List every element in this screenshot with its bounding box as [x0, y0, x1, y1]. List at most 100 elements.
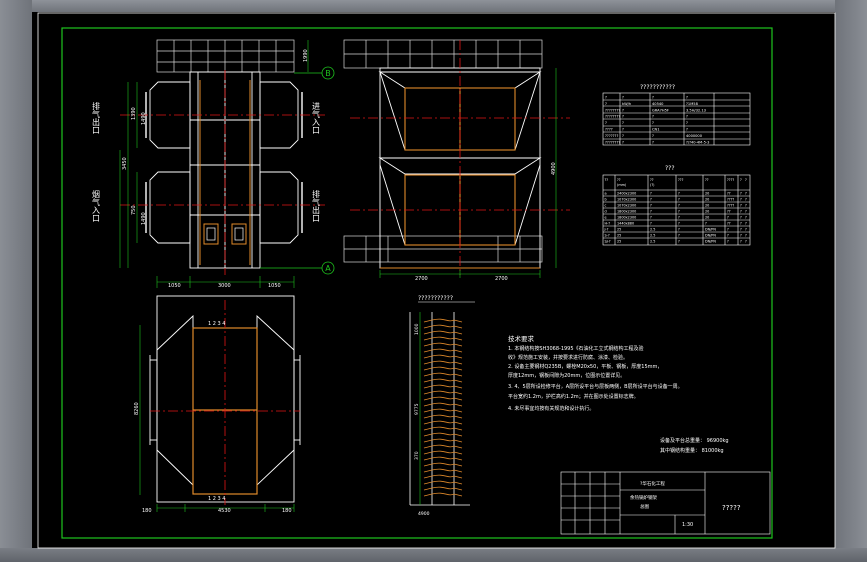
pipe-table-cell: ?	[650, 198, 652, 202]
pipe-table-header-cell: ????	[727, 178, 734, 182]
dim-top-right: 1990	[303, 49, 309, 62]
pipe-table-header-cell: ??	[605, 178, 609, 182]
coil-tube	[423, 384, 463, 389]
spec-table-cell: ?	[686, 96, 688, 100]
dim-right-bottom-right: 2700	[495, 276, 508, 282]
dim-right-bottom-left: 2700	[415, 276, 428, 282]
pipe-table-cell: 2.5	[650, 234, 655, 238]
pipe-table-cell: ?	[740, 198, 742, 202]
coil-tube	[423, 324, 463, 329]
spec-table-cell: ?	[622, 115, 624, 119]
spec-table-cell: ?	[686, 128, 688, 132]
coil-tube	[423, 372, 463, 377]
pipe-table-cell: ?	[745, 204, 747, 208]
dim-left-span: 3450	[122, 157, 128, 170]
label-outlet-bottom: 排气出口	[312, 189, 321, 222]
pipe-table-cell: ?	[650, 222, 652, 226]
coil-tube	[423, 432, 463, 437]
spec-table-cell: ????	[605, 128, 613, 132]
tech-note-line-2: 收》规范施工安装，并按要求进行防腐、涂漆、检验。	[508, 354, 628, 361]
pipe-table-header-cell: ?	[745, 178, 747, 182]
coil-tube	[423, 474, 463, 479]
title-block: ?华石化工程 余热锅炉钢架 总图 1:30 ?????	[560, 471, 771, 535]
pipe-table-cell: ??	[727, 222, 731, 226]
spec-table-cell: ?	[686, 121, 688, 125]
window-bottom-bar	[0, 548, 867, 562]
dim-lower-left: 750	[131, 205, 137, 215]
pipe-table-cell: 25	[617, 234, 621, 238]
pipe-table-cell: ?	[650, 210, 652, 214]
pipe-table-cell: ?	[678, 204, 680, 208]
tech-notes: 技术要求 1. 本钢结构按SH3068-1995《石油化工立式钢结构工程及验 收…	[508, 334, 729, 454]
spec-table-cell: ?	[605, 121, 607, 125]
section-dim-mid1: 9775	[414, 403, 420, 415]
spec-table-cell: ?	[622, 96, 624, 100]
coil-tube	[423, 414, 463, 419]
spec-table-cell: ?/?40-4M-5-3	[686, 140, 709, 144]
coil-tube	[423, 438, 463, 443]
pipe-table-cell: ??	[727, 210, 731, 214]
pipe-table-cell: 2.5	[650, 240, 655, 244]
pipe-table-cell: J-?	[604, 228, 609, 232]
pipe-table-cell: ?	[727, 234, 729, 238]
label-outlet-top: 排气出口	[92, 101, 101, 134]
tech-note-line-1: 1. 本钢结构按SH3068-1995《石油化工立式钢结构工程及验	[508, 345, 644, 352]
spec-table-cell: GRA7H5F	[652, 108, 669, 112]
pipe-table-cell: 1070x2300	[617, 198, 636, 202]
coil-tube	[423, 486, 463, 491]
pipe-table-cell: ?	[678, 234, 680, 238]
coil-tube	[423, 348, 463, 353]
pipe-table-cell: ?	[745, 222, 747, 226]
pipe-table-cell: ?	[740, 204, 742, 208]
pipe-table-cell: ????	[727, 198, 734, 202]
tech-notes-title: 技术要求	[508, 334, 535, 343]
pipe-table-cell: ?	[745, 240, 747, 244]
spec-table-cell: CN1	[652, 128, 659, 132]
pipe-table-cell: ?	[740, 228, 742, 232]
coil-tube	[423, 462, 463, 467]
coil-tube	[423, 342, 463, 347]
inner-border	[61, 27, 773, 539]
pipe-table-cell: 2.5	[650, 228, 655, 232]
pipe-table-cell: ?	[745, 192, 747, 196]
coil-tube	[423, 354, 463, 359]
pipe-table-header-cell: ?	[740, 178, 742, 182]
spec-table-cell: ?	[605, 102, 607, 106]
axis-marker-a: A	[325, 264, 331, 273]
spec-table-title: ???????????	[640, 84, 675, 91]
pipe-table-cell: 25	[617, 240, 621, 244]
pipe-table-cell: a	[605, 192, 607, 196]
pipe-table-cell: 25	[617, 228, 621, 232]
coil-tube	[423, 402, 463, 407]
title-drawing-name-1: 余热锅炉钢架	[630, 494, 657, 501]
label-inlet-top: 进气入口	[312, 102, 321, 134]
pipe-table-cell: 20	[705, 210, 709, 214]
outer-border	[37, 12, 836, 549]
pipe-table-cell: ?	[678, 210, 680, 214]
pipe-table-cell: ?	[745, 228, 747, 232]
coil-tube	[423, 366, 463, 371]
tech-note-line-5: 3. 4、5层所设检修平台，A层所设平台与层板两侧，B层所设平台与设备一周。	[508, 383, 683, 390]
pipe-table-cell: ??	[727, 192, 731, 196]
coil-tube	[423, 360, 463, 365]
pipe-table-cell: SJ-?	[605, 240, 611, 244]
plan-dim-bottom-left: 180	[142, 508, 152, 514]
title-company: ?华石化工程	[640, 480, 665, 487]
coil-tube	[423, 396, 463, 401]
tech-note-line-6: 平台宽约1.2m，护栏高约1.2m；并在图示处设置标志牌。	[508, 393, 639, 400]
pipe-table-cell: DN/PN	[705, 234, 716, 238]
dim-right-side: 4900	[551, 162, 557, 175]
coil-tube	[423, 318, 463, 323]
pipe-table-cell: ?	[727, 228, 729, 232]
coil-tube	[423, 450, 463, 455]
dim-bottom-left: 1050	[168, 283, 181, 289]
spec-table-cell: ?	[622, 128, 624, 132]
dim-mid-left: 1390	[131, 107, 137, 120]
window-top-bar	[0, 0, 867, 12]
spec-table-cell: 40540	[652, 102, 664, 106]
spec-table-cell: ?	[652, 140, 654, 144]
pipe-table-cell: 1800x2300	[617, 216, 636, 220]
title-project: ?????	[722, 504, 741, 512]
section-title: ???????????	[418, 295, 453, 302]
